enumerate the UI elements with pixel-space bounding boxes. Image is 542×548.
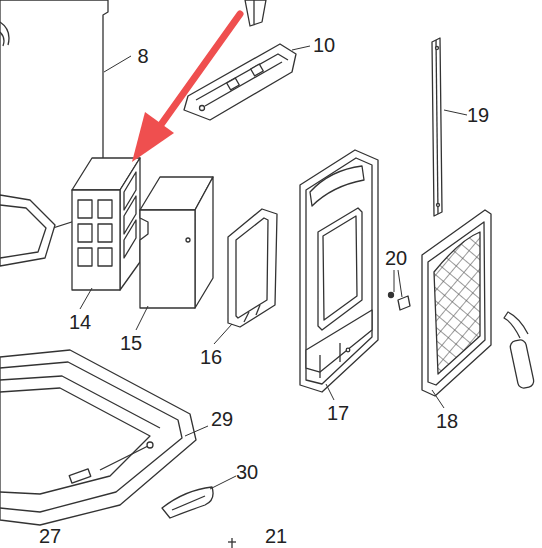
callout-number: 17	[327, 403, 349, 423]
handle	[504, 312, 535, 389]
callout-number: 16	[200, 347, 222, 367]
ash-tray	[0, 350, 196, 525]
callout-number: 29	[211, 409, 233, 429]
side-plate	[0, 195, 55, 266]
leader-lines	[80, 46, 467, 489]
screw	[389, 293, 394, 298]
pointer-arrow	[132, 14, 240, 162]
callout-number: 8	[137, 46, 148, 66]
callout-number: 30	[236, 462, 258, 482]
small-shield	[162, 487, 213, 518]
grate-door	[422, 210, 491, 396]
bracket	[184, 44, 296, 120]
callout-number: 27	[39, 526, 61, 546]
top-piece	[245, 0, 266, 26]
callout-number: 20	[385, 248, 407, 268]
strip-bar	[432, 38, 442, 216]
callout-number: 18	[436, 411, 458, 431]
door-frame	[300, 150, 378, 392]
brick-14	[72, 158, 140, 290]
callout-number: 10	[313, 35, 335, 55]
clip	[398, 296, 410, 310]
callout-number: 14	[69, 312, 91, 332]
gasket-frame	[228, 209, 277, 327]
callout-number: 15	[120, 333, 142, 353]
callout-number: 21	[265, 526, 287, 546]
brick-15	[140, 177, 213, 308]
callout-number: 19	[467, 105, 489, 125]
